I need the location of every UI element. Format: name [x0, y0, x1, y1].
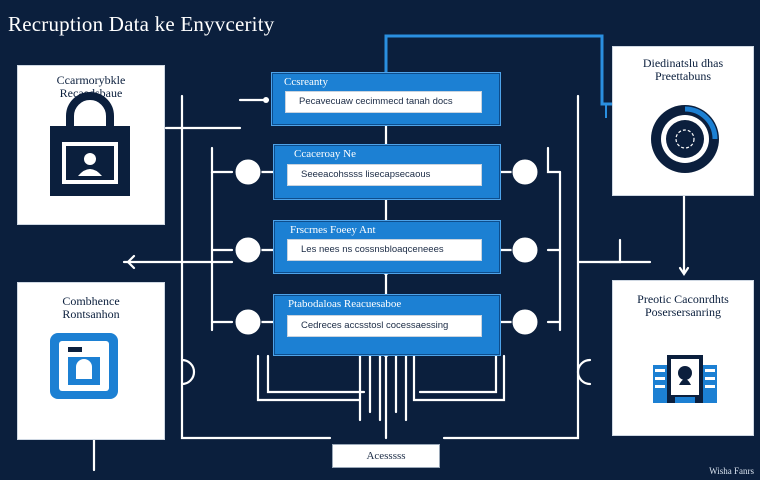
panel-mid-left-subtitle: Rontsanhon [62, 307, 120, 321]
connector-circle [234, 308, 262, 336]
panel-mid-right-title: Preotic Caconrdhts [637, 292, 729, 306]
watermark-text: Wisha Fanrs [709, 466, 754, 476]
padlock-screen-icon [50, 92, 130, 196]
panel-mid-left-title: Combhence [62, 294, 120, 308]
process-node-header: Ccaceroay Ne [294, 148, 356, 160]
secure-device-icon [50, 333, 118, 399]
target-ring-icon [651, 105, 719, 173]
server-user-icon [653, 355, 717, 403]
diagram-title: Recruption Data ke Enyvcerity [8, 12, 275, 36]
panel-top-right-title: Diedinatslu dhas [642, 56, 724, 70]
panel-mid-right: Preotic Caconrdhts Posersersanring [612, 280, 754, 436]
connector-circle [234, 236, 262, 264]
panel-top-right-subtitle: Preettabuns [655, 69, 711, 83]
process-node-3: Frscrnes Foeey Ant Les nees ns cossnsblo… [273, 220, 501, 274]
process-node-1: Ccsreanty Pecavecuaw cecimmecd tanah doc… [271, 72, 501, 126]
process-node-4: Ptabodaloas Reacuesaboe Cedreces accssto… [273, 294, 501, 356]
process-node-field: Les nees ns cossnsbloaqceneees [287, 239, 482, 261]
connector-circle [511, 236, 539, 264]
process-node-field: Seeeacohssss lisecapsecaous [287, 164, 482, 186]
process-node-field: Cedreces accsstosl cocessaessing [287, 315, 482, 337]
process-node-field: Pecavecuaw cecimmecd tanah docs [285, 91, 482, 113]
process-node-2: Ccaceroay Ne Seeeacohssss lisecapsecaous [273, 144, 501, 200]
connector-circle [511, 308, 539, 336]
panel-top-right: Diedinatslu dhas Preettabuns [612, 46, 754, 196]
connector-circle [234, 158, 262, 186]
process-node-header: Frscrnes Foeey Ant [290, 224, 376, 236]
connector-circle [511, 158, 539, 186]
panel-top-left: Ccarmorybkle Recaedsbaue [17, 65, 165, 225]
process-node-header: Ptabodaloas Reacuesaboe [288, 298, 402, 310]
panel-top-left-title: Ccarmorybkle [56, 73, 126, 87]
panel-mid-left: Combhence Rontsanhon [17, 282, 165, 440]
panel-mid-right-subtitle: Posersersanring [645, 305, 721, 319]
access-node: Acesssss [332, 444, 440, 468]
process-node-header: Ccsreanty [284, 76, 328, 88]
